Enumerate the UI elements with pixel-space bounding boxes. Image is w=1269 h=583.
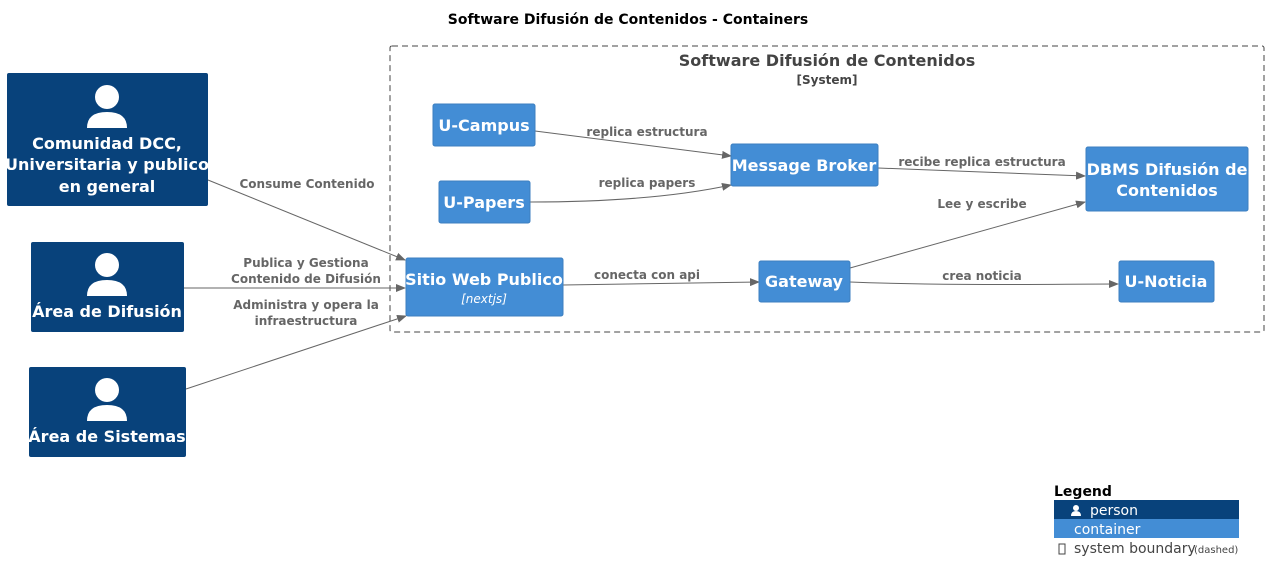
legend-container-label: container	[1074, 522, 1141, 538]
container-gateway[interactable]: Gateway	[758, 260, 851, 303]
edge-ucampus-broker	[534, 130, 732, 159]
person-icon	[87, 378, 127, 421]
container-web[interactable]: Sitio Web Publico [nextjs]	[405, 257, 564, 317]
system-boundary-frame	[389, 45, 1265, 333]
edges-layer	[184, 130, 1119, 390]
person-label: Área de Difusión	[32, 302, 182, 321]
container-box	[1118, 260, 1215, 303]
person-label: Universitaria y publico	[5, 155, 209, 174]
edge-gateway-dbms	[849, 200, 1086, 269]
legend-container-swatch	[1054, 519, 1239, 538]
edge-label-difusion-web-line2: Contenido de Difusión	[231, 272, 381, 286]
legend-title: Legend	[1054, 484, 1112, 500]
container-box	[1085, 146, 1249, 212]
edge-comunidad-web	[207, 179, 406, 261]
edge-upapers-broker	[529, 182, 732, 203]
container-box	[438, 180, 531, 224]
diagram-title: Software Difusión de Contenidos - Contai…	[448, 12, 808, 28]
person-label: en general	[59, 177, 156, 196]
container-broker[interactable]: Message Broker	[730, 143, 879, 187]
edge-web-gateway	[562, 278, 760, 287]
system-boundary-type: [System]	[797, 73, 858, 87]
system-boundary-title: Software Difusión de Contenidos	[679, 51, 975, 70]
person-label: Área de Sistemas	[28, 427, 185, 446]
edge-label-broker-dbms: recibe replica estructura	[898, 155, 1065, 169]
edge-sistemas-web	[185, 315, 407, 390]
container-ucampus[interactable]: U-Campus	[432, 103, 536, 147]
edge-label-sistemas-web-line1: Administra y opera la	[233, 298, 379, 312]
person-box	[7, 73, 208, 206]
legend-person-label: person	[1090, 503, 1138, 519]
legend-boundary-label: system boundary	[1074, 541, 1196, 557]
edge-label-web-gateway: conecta con api	[594, 268, 700, 282]
legend: Legend person container system boundary …	[1054, 484, 1239, 557]
legend-boundary-note: (dashed)	[1194, 545, 1238, 556]
edge-label-ucampus-broker: replica estructura	[586, 125, 707, 139]
edge-label-comunidad-web: Consume Contenido	[239, 177, 374, 191]
edge-label-sistemas-web-line2: infraestructura	[255, 314, 358, 328]
legend-person-icon	[1071, 505, 1081, 516]
edge-labels-layer: Consume Contenido Publica y Gestiona Con…	[231, 125, 1066, 328]
container-box	[432, 103, 536, 147]
edge-broker-dbms	[877, 167, 1086, 180]
person-icon	[87, 253, 127, 296]
container-label: Sitio Web Publico	[405, 270, 563, 289]
edge-label-gateway-dbms: Lee y escribe	[937, 197, 1026, 211]
container-label: U-Noticia	[1125, 272, 1208, 291]
legend-boundary-swatch	[1058, 543, 1066, 555]
edge-label-upapers-broker: replica papers	[599, 176, 696, 190]
edge-gateway-unoticia	[849, 280, 1119, 289]
container-box	[758, 260, 851, 303]
person-comunidad[interactable]: Comunidad DCC, Universitaria y publico e…	[5, 73, 209, 206]
edge-label-difusion-web-line1: Publica y Gestiona	[243, 256, 368, 270]
person-label: Comunidad DCC,	[32, 134, 182, 153]
person-sistemas[interactable]: Área de Sistemas	[28, 367, 186, 457]
container-label: U-Papers	[443, 193, 524, 212]
container-box	[730, 143, 879, 187]
person-difusion[interactable]: Área de Difusión	[31, 242, 184, 332]
person-icon	[87, 85, 127, 128]
container-label: DBMS Difusión de	[1087, 160, 1248, 179]
container-upapers[interactable]: U-Papers	[438, 180, 531, 224]
container-label: Message Broker	[732, 156, 877, 175]
container-box	[405, 257, 564, 317]
container-dbms[interactable]: DBMS Difusión de Contenidos	[1085, 146, 1249, 212]
container-tech: [nextjs]	[461, 292, 507, 306]
legend-person-swatch	[1054, 500, 1239, 519]
edge-label-gateway-unoticia: crea noticia	[942, 269, 1021, 283]
container-label: U-Campus	[438, 116, 529, 135]
system-boundary: Software Difusión de Contenidos [System]	[389, 45, 1265, 333]
container-unoticia[interactable]: U-Noticia	[1118, 260, 1215, 303]
container-label: Gateway	[765, 272, 844, 291]
container-label: Contenidos	[1116, 181, 1217, 200]
